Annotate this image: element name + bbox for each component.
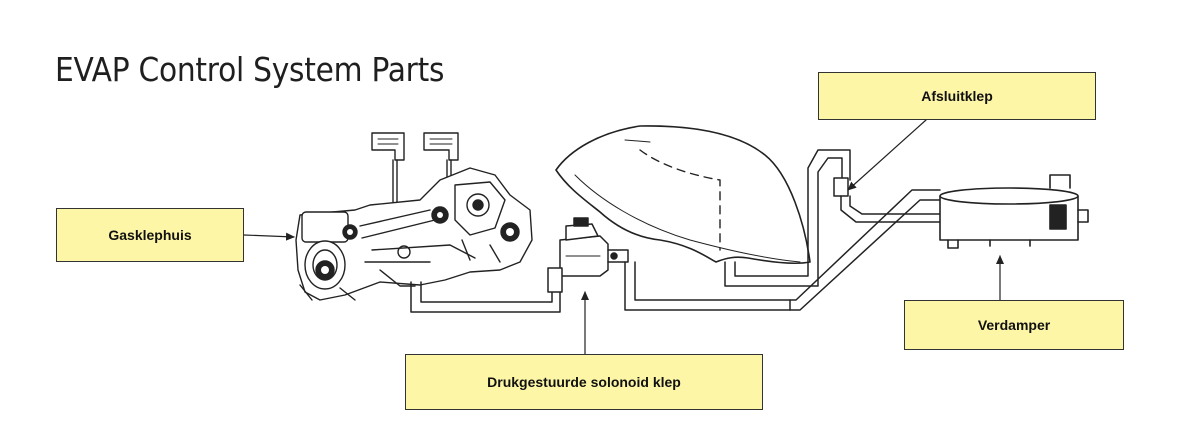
label-afsluitklep-text: Afsluitklep	[921, 88, 993, 104]
vapor-line	[724, 149, 941, 287]
purge-line	[624, 189, 941, 311]
charcoal-canister	[939, 174, 1089, 249]
label-gasklephuis: Gasklephuis	[56, 208, 244, 262]
label-solenoid-valve-text: Drukgestuurde solonoid klep	[487, 374, 681, 390]
label-gasklephuis-text: Gasklephuis	[108, 227, 192, 243]
label-pointers	[243, 119, 1004, 355]
solenoid-valve	[547, 217, 629, 293]
label-solenoid-valve: Drukgestuurde solonoid klep	[405, 354, 763, 410]
vacuum-line-throttle	[410, 281, 561, 313]
diagram-title: EVAP Control System Parts	[55, 50, 445, 89]
label-afsluitklep: Afsluitklep	[818, 72, 1096, 120]
throttle-body	[295, 132, 533, 301]
label-verdamper-text: Verdamper	[977, 317, 1051, 333]
fuel-tank	[555, 125, 811, 265]
label-verdamper: Verdamper	[904, 300, 1124, 350]
